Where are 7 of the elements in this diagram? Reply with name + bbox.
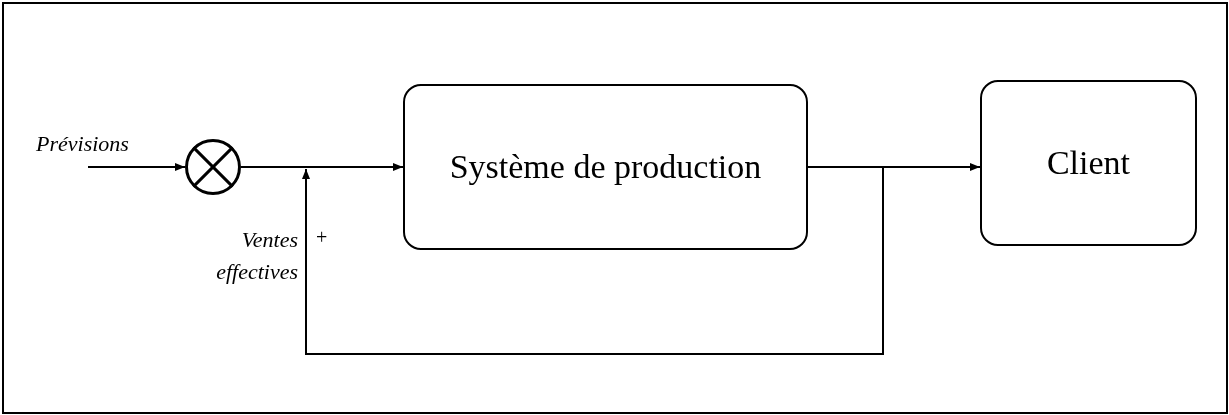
process-box: Système de production: [403, 84, 808, 250]
summing-junction: [185, 139, 241, 195]
feedback-arrow: [302, 166, 884, 355]
sign-label: +: [316, 226, 328, 249]
arrow: [240, 163, 404, 171]
arrow: [87, 163, 186, 171]
process-box: Client: [980, 80, 1197, 246]
